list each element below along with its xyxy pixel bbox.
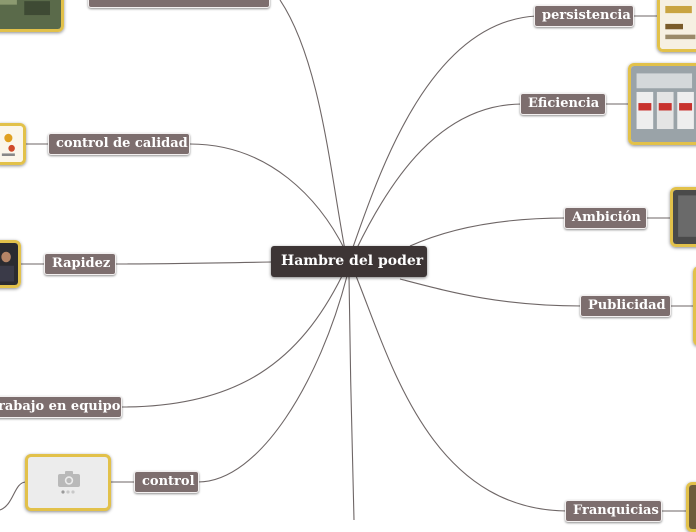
branch-node-persistencia[interactable]: persistencia bbox=[534, 5, 634, 27]
eficiencia-image[interactable] bbox=[628, 63, 696, 145]
connector-top-left-branch bbox=[280, 0, 345, 250]
branch-node-publicidad[interactable]: Publicidad bbox=[580, 295, 671, 317]
connector-placeholder-child bbox=[0, 482, 26, 510]
branch-node-franquicias[interactable]: Franquicias bbox=[565, 500, 662, 522]
camera-icon bbox=[57, 470, 81, 488]
branch-node-control-calidad[interactable]: control de calidad bbox=[48, 133, 190, 155]
root-node[interactable]: Hambre del poder bbox=[271, 246, 427, 277]
ambicion-image[interactable] bbox=[670, 187, 696, 247]
connector-control-calidad bbox=[190, 144, 345, 250]
connector-publicidad bbox=[400, 279, 582, 306]
connector-bottom bbox=[349, 276, 354, 520]
connector-ambicion bbox=[410, 218, 566, 246]
franquicias-image[interactable] bbox=[686, 482, 696, 532]
pagination-dots bbox=[61, 490, 75, 494]
branch-image-top-left[interactable] bbox=[0, 0, 64, 32]
connector-persistencia bbox=[352, 16, 536, 250]
persistencia-image[interactable] bbox=[657, 0, 696, 52]
connector-eficiencia bbox=[356, 104, 522, 250]
control-calidad-image[interactable] bbox=[0, 123, 26, 165]
branch-node-ambicion[interactable]: Ambición bbox=[564, 207, 647, 229]
branch-node-eficiencia[interactable]: Eficiencia bbox=[520, 93, 606, 115]
branch-node-offscreen-top[interactable] bbox=[88, 0, 270, 8]
connector-franquicias bbox=[356, 276, 567, 511]
rapidez-image[interactable] bbox=[0, 240, 21, 288]
control-image-placeholder[interactable] bbox=[25, 454, 111, 511]
connector-trabajo-equipo bbox=[122, 276, 342, 407]
branch-node-trabajo-equipo[interactable]: rabajo en equipo bbox=[0, 396, 122, 418]
branch-node-control[interactable]: control bbox=[134, 471, 199, 493]
branch-node-rapidez[interactable]: Rapidez bbox=[44, 253, 116, 275]
connector-rapidez bbox=[116, 262, 272, 264]
